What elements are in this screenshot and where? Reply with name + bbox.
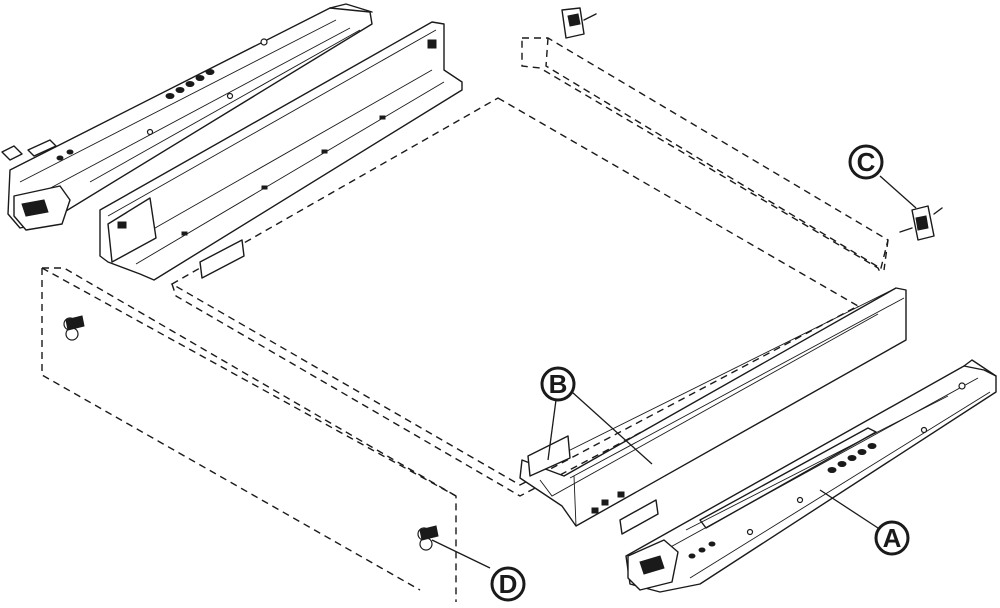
callout-a: A <box>874 520 910 556</box>
runner-back-left <box>1 3 373 231</box>
rear-fitting-top <box>561 7 597 39</box>
rear-fitting-c <box>899 205 943 241</box>
front-panel-outline <box>41 267 457 602</box>
runner-front-right <box>625 359 997 593</box>
leader-lines <box>431 175 917 569</box>
back-panel-outline <box>521 37 889 275</box>
callout-b-label: B <box>549 369 568 399</box>
callout-b: B <box>540 366 576 402</box>
drawer-side-front-right <box>519 287 907 535</box>
drawer-side-back-left <box>99 21 463 281</box>
runner-slots-back-left <box>56 38 268 161</box>
callout-c-label: C <box>857 147 876 177</box>
front-fitting-left <box>63 315 85 341</box>
callout-d: D <box>490 566 526 602</box>
callout-c: C <box>848 144 884 180</box>
front-fitting-d <box>417 525 439 551</box>
profile-slots <box>181 115 386 236</box>
runner-slots-front-right <box>688 382 966 559</box>
callout-d-label: D <box>499 569 518 599</box>
callout-a-label: A <box>883 523 902 553</box>
